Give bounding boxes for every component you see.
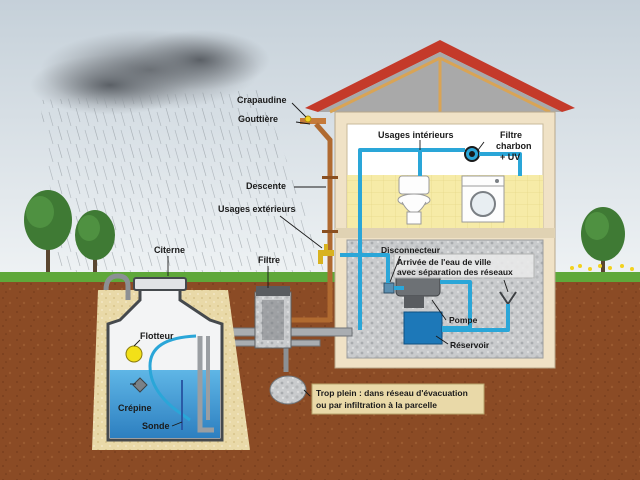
label-filtre-charbon-line2: charbon	[496, 141, 532, 151]
label-trop-plein-line1: Trop plein : dans réseau d'évacuation	[316, 388, 468, 398]
water-pipes	[340, 148, 522, 332]
tree-left-2	[75, 210, 115, 275]
tree-left-1	[24, 190, 72, 275]
filter-charbon-uv	[464, 146, 480, 162]
label-sonde: Sonde	[142, 421, 170, 431]
label-filtre: Filtre	[258, 255, 280, 265]
float	[125, 345, 143, 363]
label-crepine: Crépine	[118, 403, 152, 413]
label-citerne: Citerne	[154, 245, 185, 255]
floor-slab	[335, 228, 555, 238]
roof-truss	[329, 56, 551, 114]
label-usages-interieurs: Usages intérieurs	[378, 130, 454, 140]
filter	[254, 286, 292, 349]
label-pompe: Pompe	[449, 315, 478, 325]
label-filtre-charbon-line3: + UV	[500, 152, 520, 162]
vent-pipe	[103, 273, 131, 300]
crepine	[132, 377, 148, 393]
toilet	[397, 175, 431, 225]
label-arrivee-line2: avec séparation des réseaux	[397, 267, 513, 277]
outdoor-tap	[318, 244, 334, 264]
washing-machine	[461, 175, 505, 223]
tree-right	[581, 207, 625, 275]
reservoir	[403, 311, 443, 345]
trop-plein-box	[311, 383, 485, 415]
disconnecteur	[383, 282, 395, 294]
label-crapaudine: Crapaudine	[237, 95, 287, 105]
label-reservoir: Réservoir	[450, 340, 490, 350]
label-flotteur: Flotteur	[140, 331, 174, 341]
tiled-wall	[347, 175, 543, 228]
label-usages-exterieurs: Usages extérieurs	[218, 204, 296, 214]
label-trop-plein-line2: ou par infiltration à la parcelle	[316, 400, 437, 410]
flowers	[570, 264, 634, 271]
label-filtre-charbon-line1: Filtre	[500, 130, 522, 140]
arrivee-box	[393, 253, 535, 279]
roof	[305, 40, 575, 112]
label-gouttiere: Gouttière	[238, 114, 278, 124]
grass	[0, 272, 640, 282]
cistern-internals	[125, 334, 214, 433]
label-descente: Descente	[246, 181, 286, 191]
label-arrivee-line1: Arrivée de l'eau de ville	[397, 257, 491, 267]
leader-lines	[130, 102, 509, 427]
label-disconnecteur: Disconnecteur	[381, 245, 441, 255]
gutter-downpipe	[300, 115, 338, 322]
overflow-soakaway	[269, 375, 307, 405]
